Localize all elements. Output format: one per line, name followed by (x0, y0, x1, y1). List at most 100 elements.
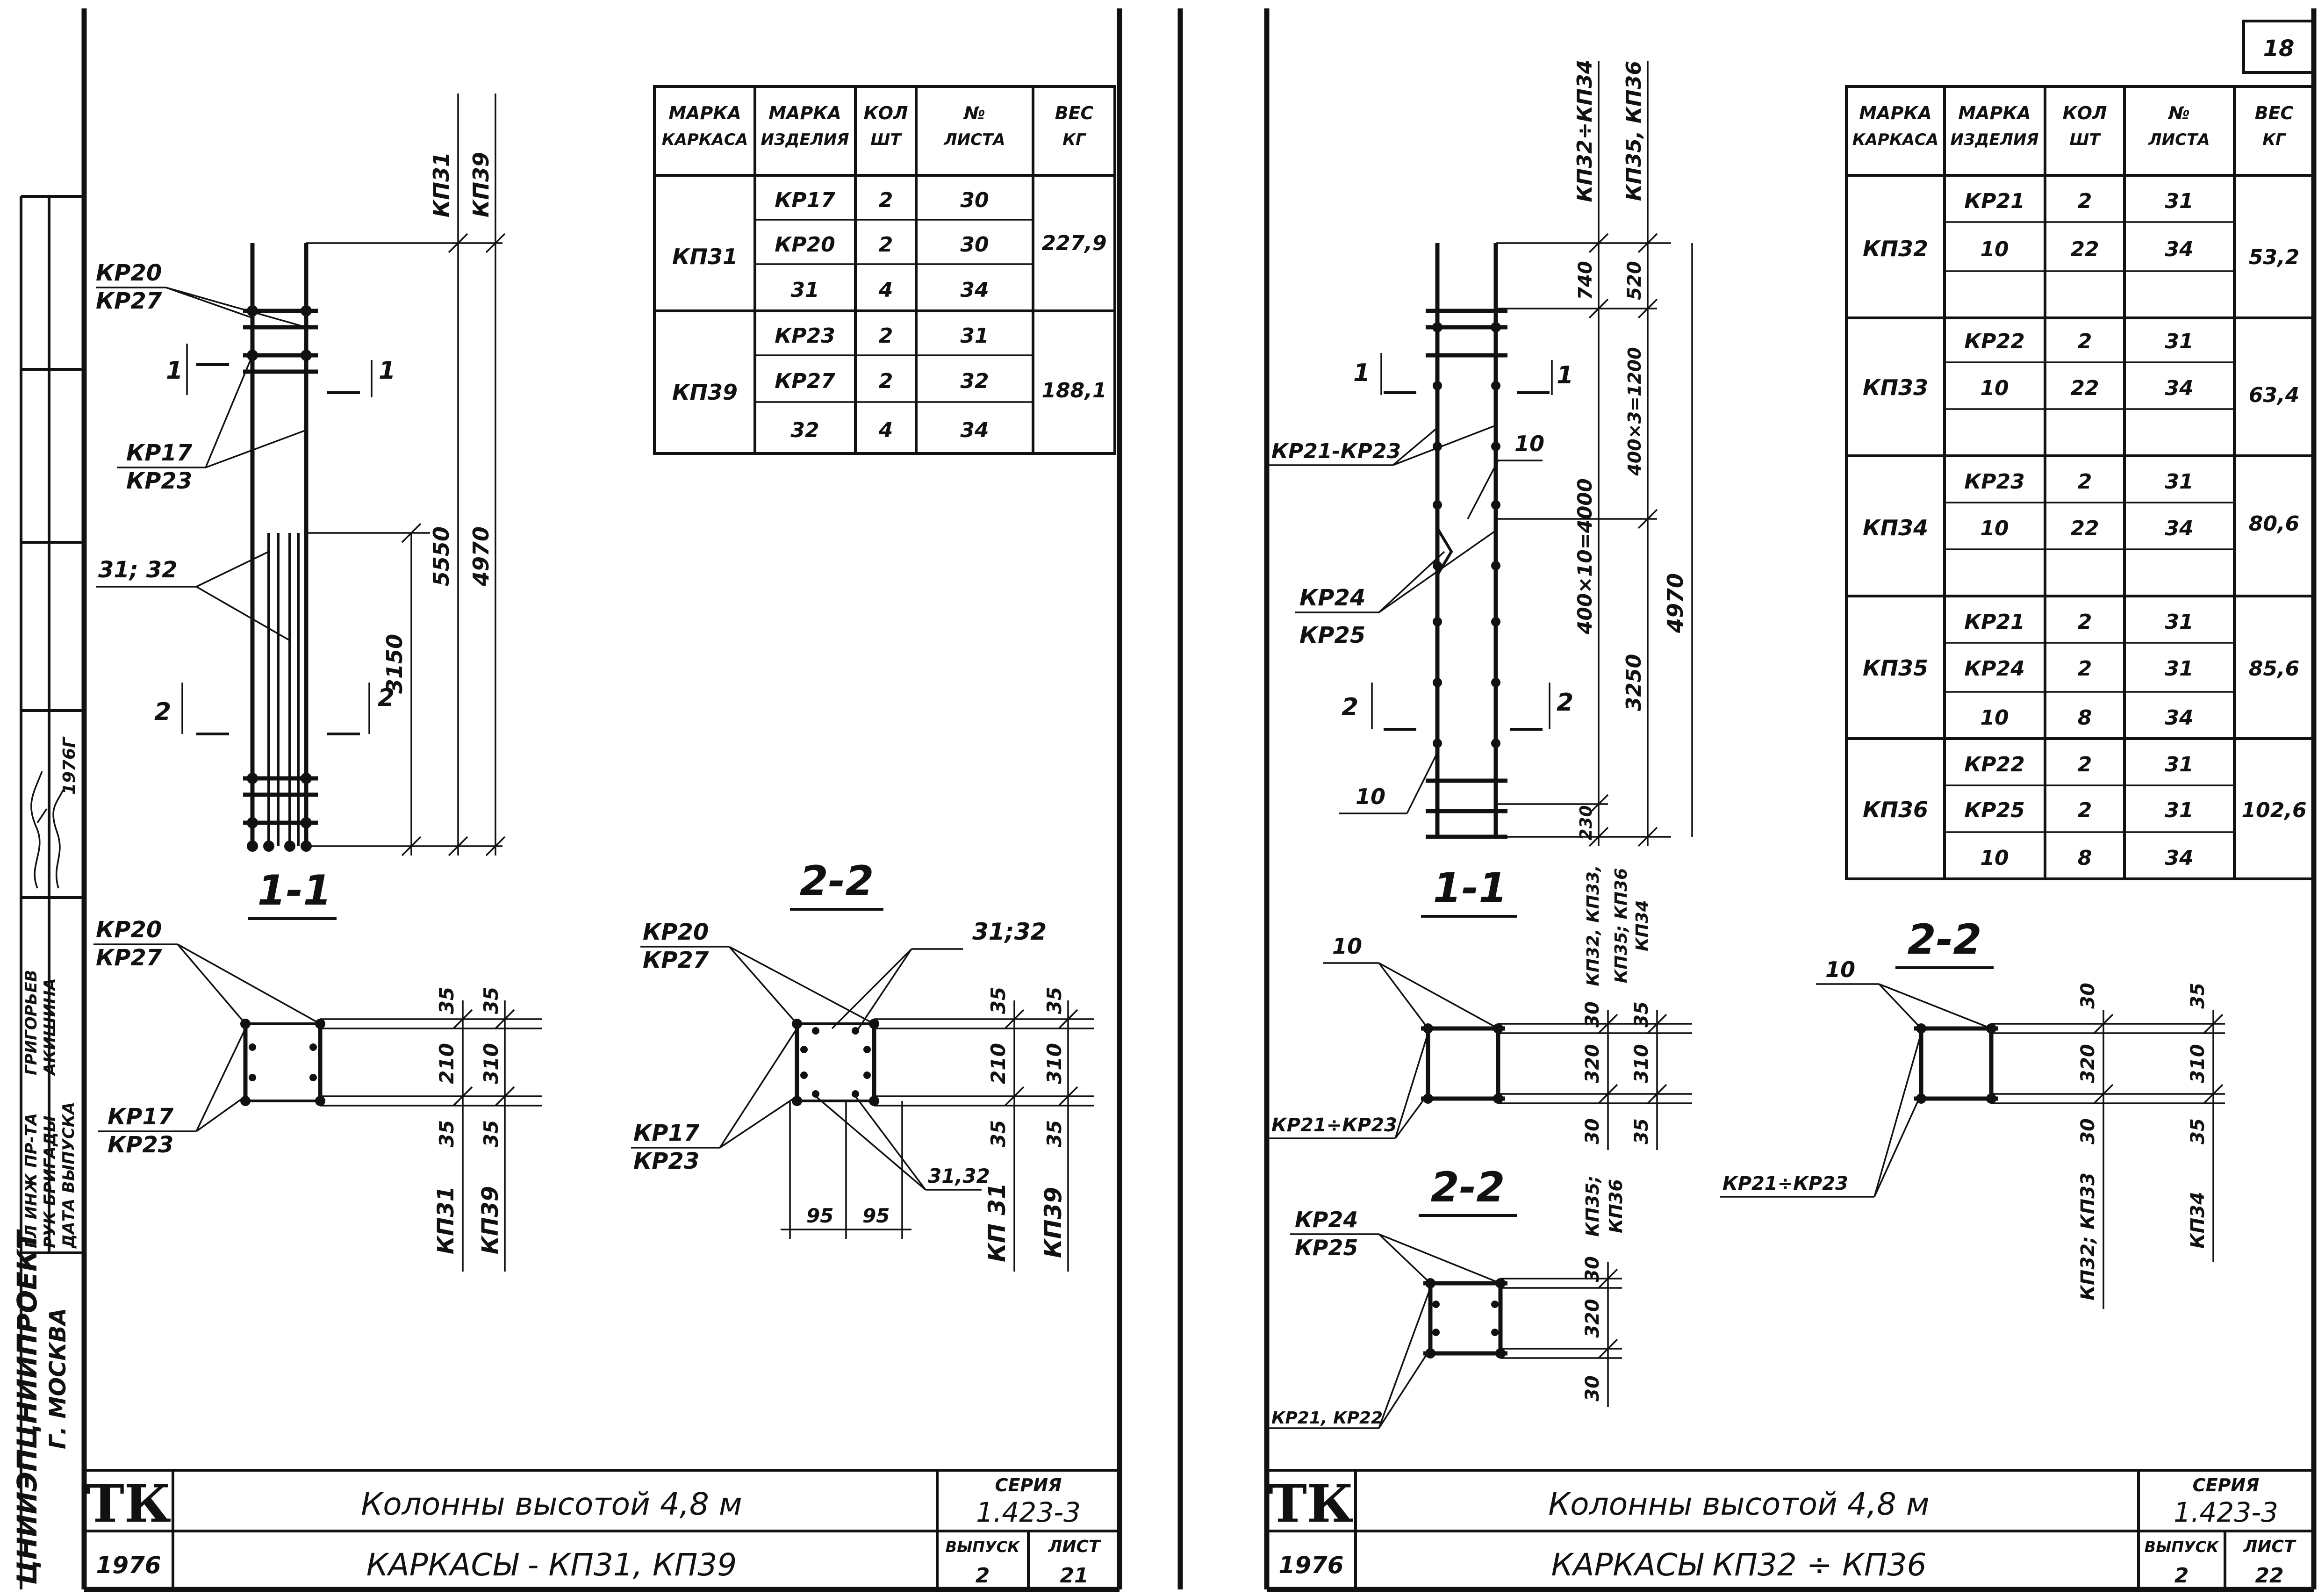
rt-g4-frame: КП35 (1863, 655, 1928, 681)
rt-line2: КАРКАСЫ КП32 ÷ КП36 (1551, 1547, 1926, 1583)
left-spec-table: МАРКА КАРКАСА МАРКА ИЗДЕЛИЯ КОЛ ШТ № ЛИС… (653, 85, 1116, 455)
ls11-dim-c: 35 (435, 1120, 458, 1147)
ls11-dim-f: 35 (480, 1120, 502, 1147)
re-d740: 740 (1575, 261, 1596, 300)
rt-h4b: ЛИСТА (2148, 130, 2210, 149)
rt-g1-r2-item: 10 (1980, 237, 2009, 261)
le-col2: КП39 (468, 152, 494, 217)
rt-issue: 2 (2174, 1564, 2189, 1588)
rt-g4-r2-sheet: 31 (2165, 657, 2193, 681)
rt-sheet-label: ЛИСТ (2243, 1537, 2296, 1556)
ls22-dim-c: 35 (987, 1120, 1010, 1147)
lt-series: 1.423-3 (976, 1496, 1081, 1528)
rt-line1: Колонны высотой 4,8 м (1548, 1486, 1929, 1522)
rt-issue-label: ВЫПУСК (2145, 1538, 2219, 1556)
rs22b-dim-f: 35 (2187, 1118, 2209, 1144)
ls22-title: 2-2 (800, 857, 874, 905)
ls11-top1: КР20 (96, 917, 162, 943)
rs22b-ten: 10 (1825, 957, 1855, 982)
ls11-top2: КР27 (96, 945, 162, 971)
re-ten: 10 (1514, 431, 1544, 456)
lt-line2: КАРКАСЫ - КП31, КП39 (366, 1547, 737, 1583)
rt-h3a: КОЛ (2063, 103, 2107, 123)
rt-h5b: КГ (2262, 130, 2287, 149)
ls22-w2: 95 (862, 1204, 890, 1227)
ls11-dim-a: 35 (435, 987, 458, 1014)
lt-series-label: СЕРИЯ (995, 1475, 1062, 1495)
ls22-mark2: КП39 (1040, 1187, 1067, 1258)
re-d4000: 400×10=4000 (1573, 478, 1596, 634)
ls11-title: 1-1 (258, 866, 332, 914)
rt-g2-r2-item: 10 (1980, 376, 2009, 400)
left-section-1-1: 1-1 КР20 КР27 КР17 КР23 35 210 35 35 310 (93, 866, 542, 1272)
rt-g1-r2-qty: 22 (2070, 237, 2099, 261)
rt-g1-frame: КП32 (1863, 236, 1928, 261)
rt-g4-r1-item: КР21 (1964, 610, 2024, 634)
rs22a-mark1: КП35; (1582, 1176, 1603, 1237)
lt-g2-r2-item: КР27 (775, 369, 835, 393)
re-cut2-l: 2 (1342, 693, 1358, 721)
lt-g2-r1-item: КР23 (775, 324, 835, 348)
rt-g3-weight: 80,6 (2249, 512, 2300, 536)
re-col2: КП35, КП36 (1622, 61, 1646, 201)
rs22a-dim-c: 30 (1582, 1375, 1603, 1402)
stamp-org: ЦНИИЭПЦНИИПРОЕКТ (11, 1229, 43, 1585)
right-spec-table: МАРКА КАРКАСА МАРКА ИЗДЕЛИЯ КОЛ ШТ № ЛИС… (1845, 85, 2315, 880)
rt-g3-r1-item: КР23 (1964, 470, 2024, 494)
rt-h4a: № (2167, 103, 2190, 123)
lt-g2-weight: 188,1 (1041, 379, 1106, 403)
rs22a-title: 2-2 (1431, 1163, 1505, 1211)
rt-g4-r3-qty: 8 (2078, 706, 2092, 730)
lt-h4a: № (963, 103, 985, 123)
lt-h5b: КГ (1062, 130, 1087, 149)
left-elevation: 3150 5550 4970 КП31 КП39 КР20 КР27 КР17 … (96, 93, 506, 856)
re-kr25: КР25 (1299, 622, 1365, 648)
rt-g4-weight: 85,6 (2249, 657, 2300, 681)
re-d1200: 400×3=1200 (1624, 347, 1645, 476)
rs11-ten: 10 (1332, 934, 1362, 959)
stamp-role-1: ГЛ ИНЖ ПР-ТА (22, 1113, 41, 1248)
rt-h2a: МАРКА (1958, 103, 2031, 123)
lt-sheet-label: ЛИСТ (1048, 1537, 1101, 1556)
rt-g5-r2-qty: 2 (2078, 798, 2092, 822)
signature-1 (30, 771, 48, 889)
right-section-1-1: 1-1 10 КР21÷КР23 30 320 30 35 310 35 КП3… (1269, 864, 1692, 1150)
re-d230: 230 (1577, 805, 1596, 840)
ls22-top1: КР20 (643, 919, 709, 945)
stamp-city: Г. МОСКВА (45, 1308, 71, 1449)
left-section-2-2: 2-2 КР20 КР27 КР17 КР23 31;32 31,32 95 (631, 857, 1094, 1272)
lt-g1-r1-qty: 2 (879, 188, 893, 212)
rt-g2-r2-qty: 22 (2070, 376, 2099, 400)
rt-g1-r1-item: КР21 (1964, 189, 2024, 213)
stamp-name-2: АКИШИНА (41, 978, 59, 1077)
rt-g3-r1-qty: 2 (2078, 470, 2092, 494)
re-cut1-l: 1 (1353, 359, 1370, 387)
rt-g3-r2-qty: 22 (2070, 517, 2099, 540)
lt-g1-r3-item: 31 (790, 278, 819, 302)
rs22b-dim-c: 30 (2077, 1118, 2099, 1144)
lt-h2b: ИЗДЕЛИЯ (761, 130, 849, 149)
rt-g1-r1-sheet: 31 (2165, 189, 2193, 213)
le-d2: 5550 (429, 526, 454, 586)
rt-h1a: МАРКА (1859, 103, 1932, 123)
le-d1: 3150 (382, 634, 407, 694)
rs22b-mark1: КП32; КП33 (2077, 1172, 2099, 1301)
rs11-dim-b: 320 (1582, 1044, 1603, 1083)
rt-h1b: КАРКАСА (1852, 130, 1938, 149)
rt-g4-r3-sheet: 34 (2165, 706, 2193, 730)
rt-g3-r2-item: 10 (1980, 517, 2009, 540)
rt-logo: ТК (1269, 1474, 1354, 1534)
rs11-mark2: КП35; КП36 (1612, 868, 1631, 983)
lt-sheet: 21 (1060, 1564, 1088, 1588)
re-cut2-r: 2 (1557, 689, 1573, 717)
rt-g5-r3-sheet: 34 (2165, 846, 2193, 870)
rt-g5-r1-sheet: 31 (2165, 753, 2193, 776)
stamp-role-2: РУК БРИГАДЫ (41, 1115, 59, 1248)
rt-g5-r2-item: КР25 (1964, 798, 2024, 822)
rs22a-bot: КР21, КР22 (1271, 1409, 1383, 1428)
re-d3250: 3250 (1622, 654, 1646, 711)
lt-line1: Колонны высотой 4,8 м (361, 1486, 742, 1522)
le-d3: 4970 (468, 526, 494, 587)
ls22-dim-a: 35 (987, 987, 1010, 1014)
